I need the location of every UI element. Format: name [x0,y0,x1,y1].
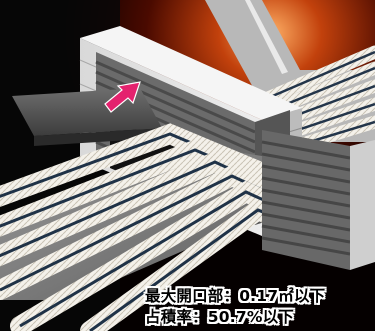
right-block-stack [261,130,375,270]
occupancy-rate-caption: 占積率：50.7%以下 [145,308,294,326]
max-opening-caption: 最大開口部：0.17㎡以下 [145,287,326,305]
tray-rail [245,0,288,74]
cover-plate [12,88,162,136]
insertion-arrow-icon [104,81,141,113]
cover-plate-edge [34,128,162,146]
